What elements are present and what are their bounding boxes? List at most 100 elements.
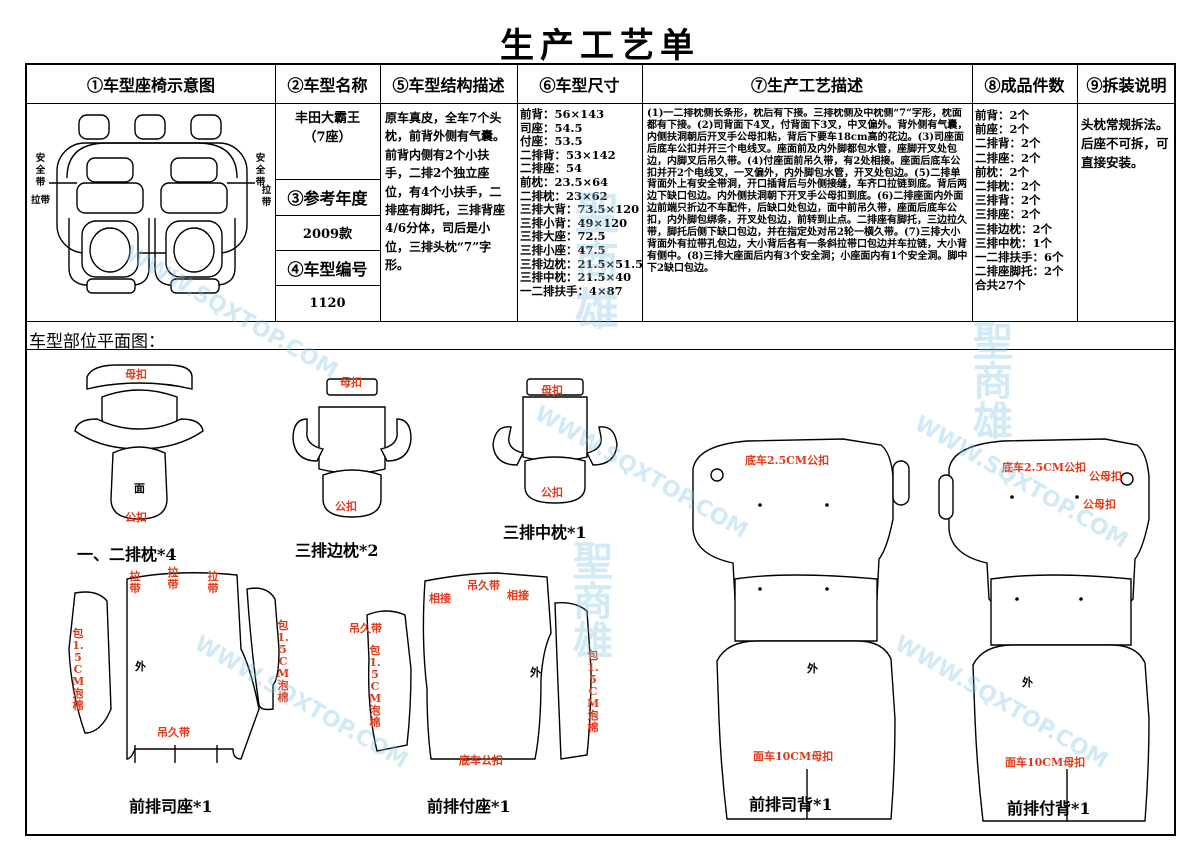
annotation-bottom-25cm-snap: 底车2.5CM公扣 (1002, 461, 1087, 474)
annotation-female-snap: 母扣 (340, 376, 362, 389)
part-label-passenger-seat: 前排付座*1 (427, 797, 511, 816)
header-size: ⑥车型尺寸 (539, 76, 620, 95)
part-label-driver-back: 前排司背*1 (749, 795, 833, 814)
count-item: 前背：2个 (975, 108, 1030, 122)
annotation-joint: 相接 (507, 589, 529, 602)
col-divider (517, 65, 518, 321)
annotation-hanging-strap: 吊久带 (157, 726, 190, 739)
annotation-hanging-strap: 吊久带 (349, 622, 382, 635)
headrest-pattern-3 (492, 378, 618, 504)
annotation-foam-wrap: 包1.5CM泡棉 (72, 627, 85, 712)
count-item: 二排背：2个 (975, 136, 1041, 151)
count-item: 前枕：2个 (975, 164, 1030, 179)
seatbelt-label-left: 安 全 带 (35, 153, 46, 188)
col-divider (1077, 65, 1078, 321)
annotation-foam-wrap: 包1.5CM泡棉 (587, 649, 600, 734)
size-item: 司座：54.5 (520, 120, 583, 135)
annotation-face-10cm-snap: 面车10CM母扣 (753, 750, 834, 763)
seat-layout-diagram (49, 114, 255, 294)
model-code-label: ④车型编号 (287, 259, 368, 279)
plan-title: 车型部位平面图： (29, 332, 165, 352)
col-divider (642, 65, 643, 321)
passenger-back-pattern (938, 438, 1150, 822)
count-item: 三排边枕：2个 (975, 221, 1053, 236)
size-item: 三排大座：72.5 (520, 229, 606, 244)
header-model-name: ②车型名称 (287, 76, 368, 95)
header-structure: ⑤车型结构描述 (392, 76, 505, 95)
header-process: ⑦生产工艺描述 (750, 76, 863, 95)
headrest-pattern-1 (74, 364, 204, 520)
size-item: 三排大背：73.5×120 (520, 202, 640, 217)
annotation-face-10cm-snap: 面车10CM母扣 (1005, 756, 1086, 769)
headrest-pattern-2 (292, 378, 412, 518)
annotation-male-snap: 公扣 (125, 511, 147, 524)
annotation-foam-wrap: 包1.5CM泡棉 (369, 644, 382, 729)
seatbelt-label-right: 安 全 带 (255, 153, 266, 188)
count-item: 三排座：2个 (975, 207, 1041, 222)
count-item: 前座：2个 (975, 122, 1030, 137)
model-name: 丰田大霸王 （7座） (294, 111, 360, 145)
header-seat-diagram: ①车型座椅示意图 (86, 76, 215, 95)
process-sheet-frame: ①车型座椅示意图 ②车型名称 ⑤车型结构描述 ⑥车型尺寸 ⑦生产工艺描述 ⑧成品… (25, 63, 1176, 836)
part-label-edge-headrest: 三排边枕*2 (295, 541, 379, 560)
annotation-outer: 外 (135, 660, 146, 673)
passenger-seat-pattern (366, 572, 592, 760)
pattern-drawings (68, 364, 1150, 822)
size-item: 三排中枕：21.5×40 (520, 270, 632, 285)
count-item: 三排背：2个 (975, 193, 1041, 208)
part-label-passenger-back: 前排付背*1 (1007, 799, 1091, 818)
header-install: ⑨拆装说明 (1086, 76, 1167, 95)
driver-seat-pattern (68, 572, 280, 763)
size-item: 一二排扶手：4×87 (520, 283, 623, 298)
annotation-female-snap: 母扣 (541, 384, 563, 397)
annotation-pull-strap: 拉带 (207, 570, 219, 595)
count-item: 一二排扶手：6个 (975, 250, 1064, 265)
size-item: 前背：56×143 (520, 108, 605, 121)
size-item: 三排小座：47.5 (520, 242, 606, 257)
size-item: 付座：53.5 (520, 134, 583, 149)
count-item: 二排枕：2个 (975, 179, 1041, 194)
row-divider (275, 250, 380, 251)
annotation-pull-strap: 拉带 (167, 566, 179, 591)
annotation-pull-strap: 拉带 (129, 570, 141, 595)
size-item: 二排枕：23×62 (520, 188, 608, 203)
annotation-outer: 外 (807, 662, 818, 675)
count-list: 前背：2个前座：2个二排背：2个二排座：2个前枕：2个二排枕：2个三排背：2个三… (975, 108, 1077, 320)
count-item: 二排座：2个 (975, 150, 1041, 165)
annotation-face: 面 (134, 482, 145, 495)
annotation-hanging-strap: 吊久带 (467, 579, 500, 592)
annotation-female-snap: 母扣 (125, 368, 147, 381)
size-item: 三排小背：49×120 (520, 215, 628, 230)
annotation-male-female-snap: 公母扣 (1089, 470, 1122, 483)
process-description: (1)一二排枕侧长条形，枕后有下接。三排枕侧及中枕侧“7”字形，枕面都有下接。(… (647, 108, 968, 274)
size-item: 三排边枕：21.5×51.5 (520, 256, 642, 271)
count-item: 二排座脚托：2个 (975, 264, 1064, 279)
col-divider (972, 65, 973, 321)
header-divider (27, 103, 1176, 104)
annotation-bottom-male-snap: 底车公扣 (459, 754, 503, 767)
header-count: ⑧成品件数 (984, 76, 1065, 95)
part-label-driver-seat: 前排司座*1 (129, 797, 213, 816)
driver-back-pattern (692, 438, 910, 820)
section-divider (27, 349, 1176, 350)
row-divider (275, 179, 380, 180)
col-divider (275, 65, 276, 321)
model-year: 2009款 (302, 227, 353, 242)
part-label-headrest-12: 一、二排枕*4 (77, 545, 177, 564)
pull-strap-label-left: 拉带 (31, 195, 51, 206)
col-divider (380, 65, 381, 321)
count-item: 三排中枕：1个 (975, 235, 1053, 250)
install-instructions: 头枕常规拆法。后座不可拆，可直接安装。 (1081, 117, 1169, 170)
size-item: 前枕：23.5×64 (520, 174, 609, 189)
structure-description: 原车真皮，全车7个头枕，前背外侧有气囊。前背内侧有2个小扶手，二排2个独立座位，… (385, 111, 506, 273)
annotation-male-snap: 公扣 (541, 486, 563, 499)
pull-strap-label-right: 拉 带 (261, 185, 272, 208)
annotation-outer: 外 (530, 666, 541, 679)
page-title: 生产工艺单 (500, 26, 700, 66)
size-item: 二排座：54 (520, 161, 583, 176)
annotation-outer: 外 (1022, 676, 1033, 689)
row-divider (275, 215, 380, 216)
section-divider (27, 321, 1176, 322)
annotation-bottom-25cm-snap: 底车2.5CM公扣 (745, 454, 830, 467)
